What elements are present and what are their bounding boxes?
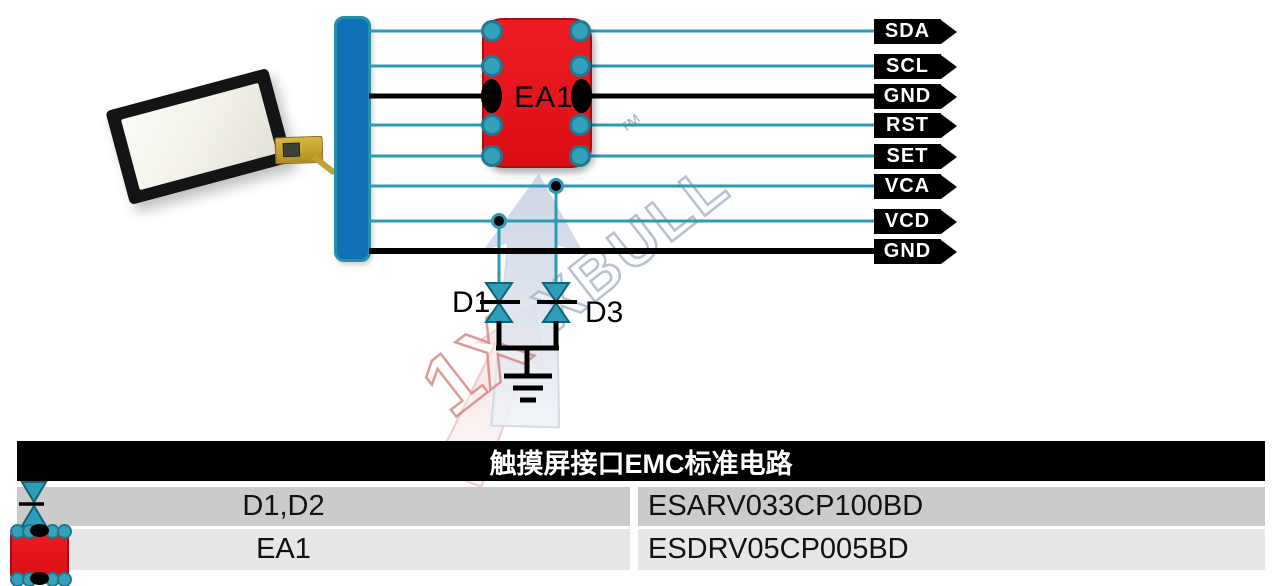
junction-dot-vcd [491,213,507,229]
designator-cell: D1,D2 [17,487,630,526]
signal-flag-label: GND [874,239,941,264]
tvs-diode-d3 [537,282,577,323]
watermark-tm: ™ [615,109,651,145]
signal-flag-gnd-bottom: GND [874,239,957,264]
designator-cell: EA1 [17,529,630,570]
esd-icon-gnd-pin [30,524,49,537]
ea1-gnd-pin [571,79,592,113]
flag-point-icon [941,239,957,264]
ea1-gnd-pin [481,79,502,113]
ea1-pin [481,20,503,42]
column-divider [630,487,638,526]
fpc-connector-bar [334,16,371,262]
signal-flag-label: RST [874,113,941,138]
ea1-pin [481,145,503,167]
flag-point-icon [941,54,957,79]
ground-symbol [496,321,559,403]
signal-flag-gnd-top: GND [874,84,957,109]
signal-flag-scl: SCL [874,54,957,79]
flag-point-icon [941,19,957,44]
signal-flag-label: GND [874,84,941,109]
esd-icon-gnd-pin [30,572,49,585]
flag-point-icon [941,84,957,109]
junction-dot-vca [548,178,564,194]
part-number-cell: ESARV033CP100BD [638,487,1265,526]
signal-flag-vcd: VCD [874,209,957,234]
flag-point-icon [941,144,957,169]
signal-flag-label: VCD [874,209,941,234]
signal-flag-label: SCL [874,54,941,79]
signal-flag-sda: SDA [874,19,957,44]
ea1-pin [569,55,591,77]
ea1-pin [569,114,591,136]
signal-flag-label: VCA [874,174,941,199]
esd-icon-pin [57,524,72,539]
flag-point-icon [941,113,957,138]
ea1-pin [481,114,503,136]
ea1-pin [481,55,503,77]
table-row: D1,D2 ESARV033CP100BD [17,487,1265,526]
d3-label: D3 [585,296,624,329]
ea1-pin [569,20,591,42]
tvs-diode-icon [19,481,48,527]
ea1-label: EA1 [514,81,574,114]
d1-label: D1 [452,286,491,319]
table-row: EA1 ESDRV05CP005BD [17,529,1265,570]
signal-flag-rst: RST [874,113,957,138]
signal-flag-set: SET [874,144,957,169]
signal-flag-vca: VCA [874,174,957,199]
ea1-pin [569,145,591,167]
part-number-cell: ESDRV05CP005BD [638,529,1265,570]
flag-point-icon [941,174,957,199]
esd-icon-pin [57,572,72,586]
column-divider [630,529,638,570]
flag-point-icon [941,209,957,234]
table-title: 触摸屏接口EMC标准电路 [489,448,793,479]
signal-flag-label: SET [874,144,941,169]
table-title-bar: 触摸屏接口EMC标准电路 [17,441,1265,481]
signal-flag-label: SDA [874,19,941,44]
